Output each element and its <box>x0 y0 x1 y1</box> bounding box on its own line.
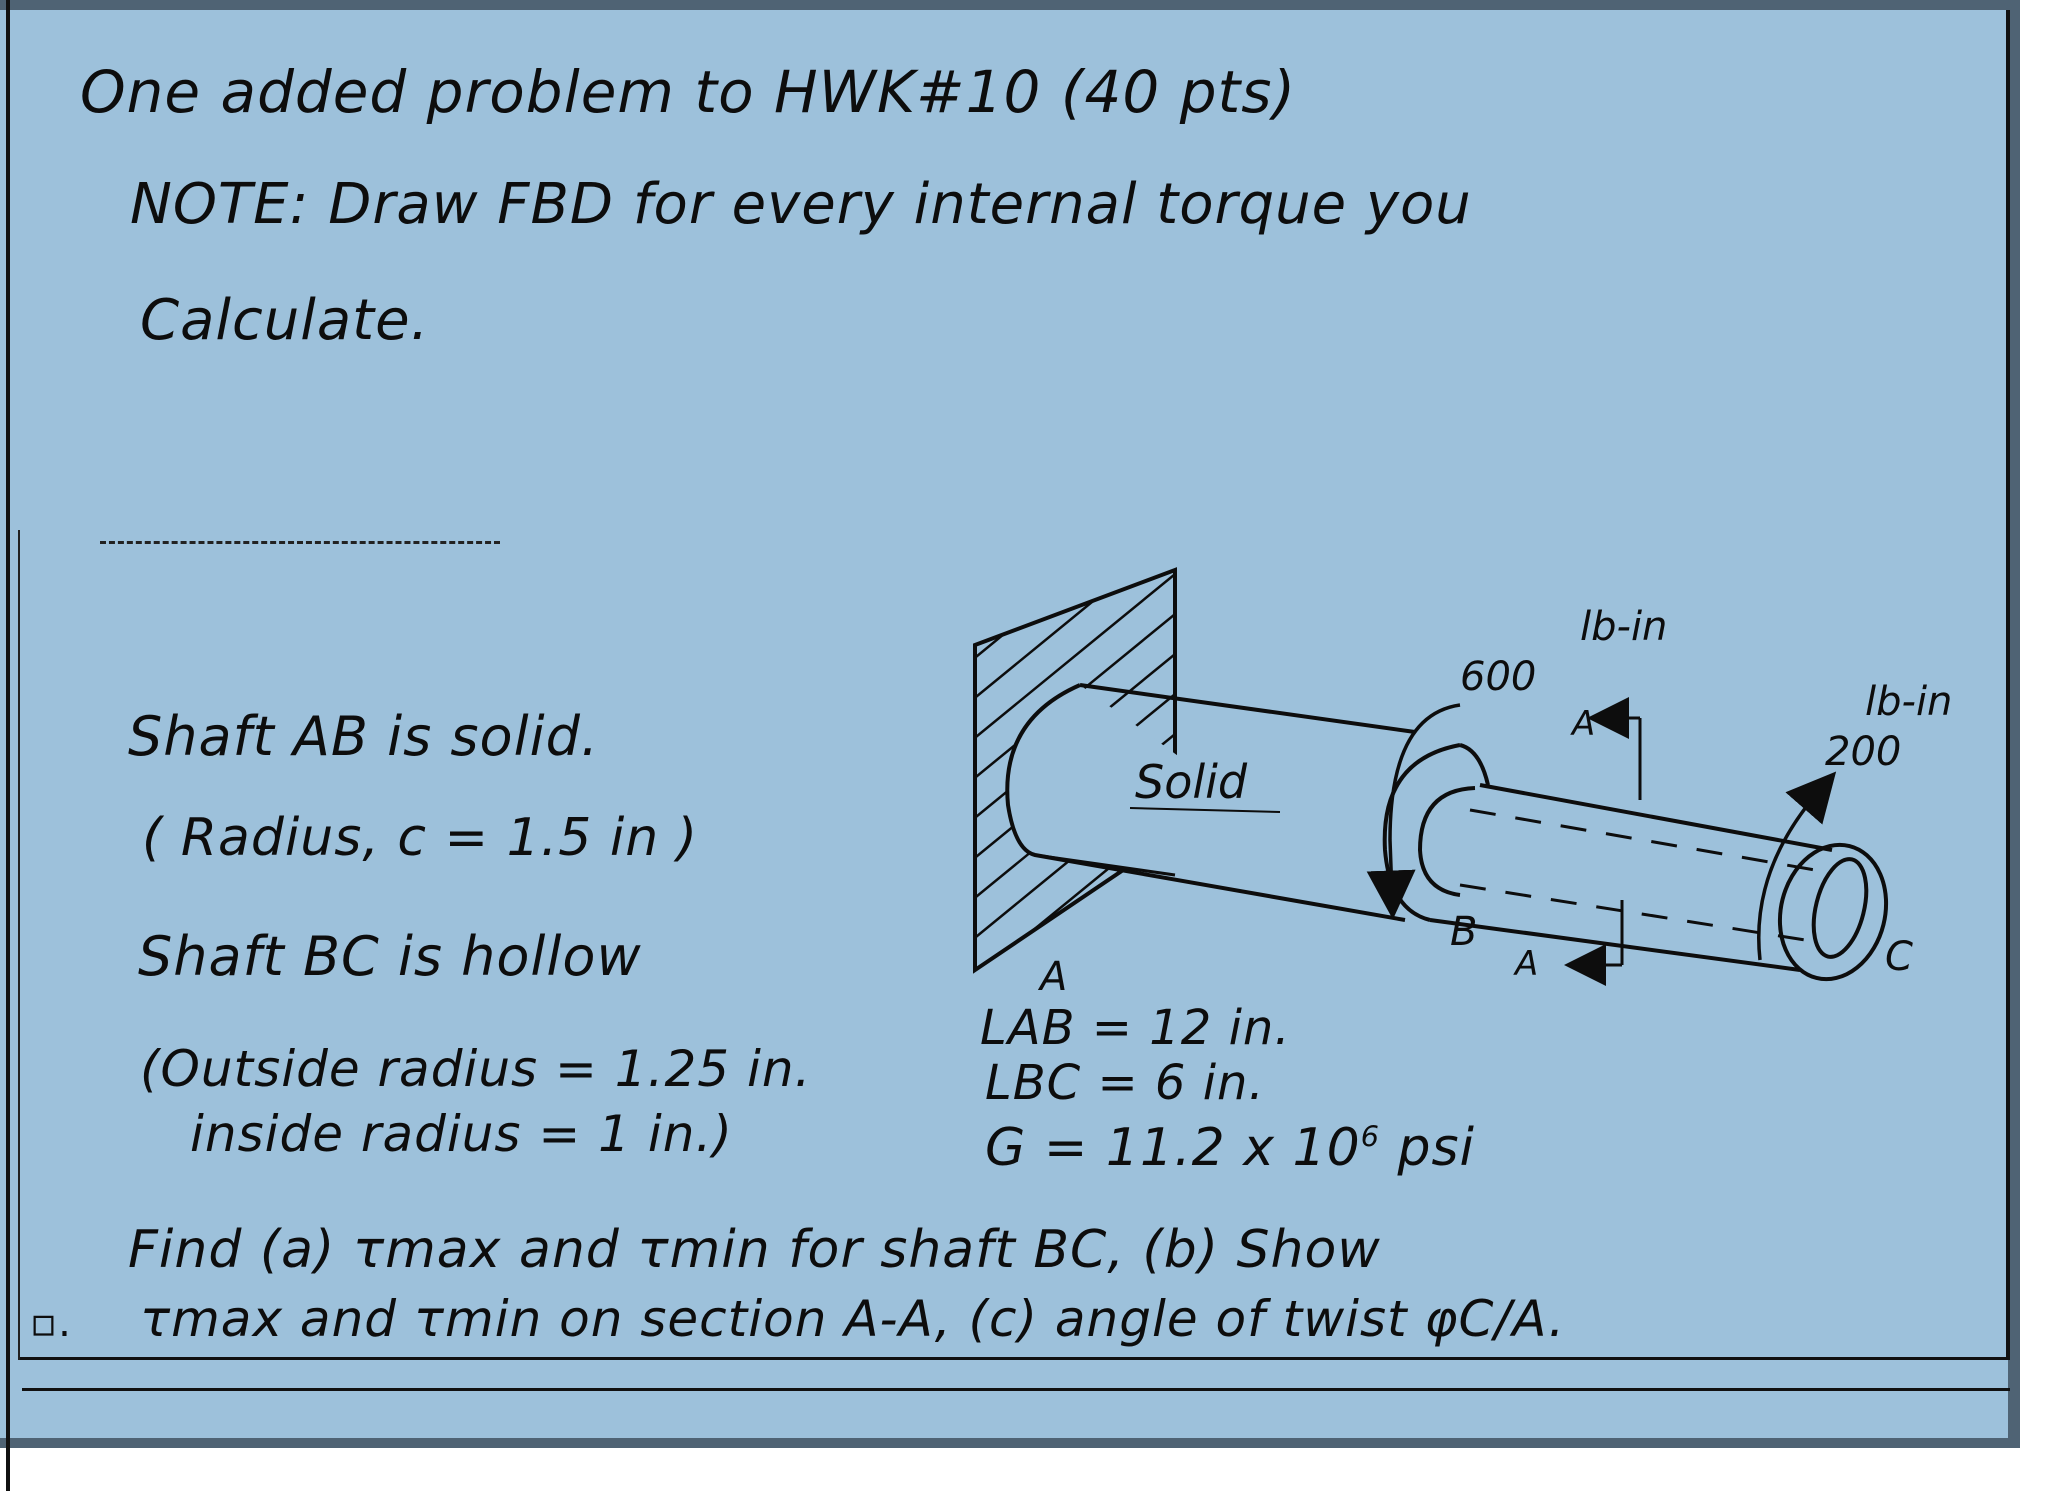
dashed-separator <box>100 541 500 544</box>
given-shaft-ab-radius: ( Radius, c = 1.5 in ) <box>142 808 699 868</box>
torque-b-unit: lb-in <box>1580 604 1667 650</box>
inner-frame-left <box>18 530 20 1360</box>
given-shear-modulus: G = 11.2 x 106 psi <box>985 1118 1475 1178</box>
section-label-bottom: A <box>1513 944 1538 984</box>
bottom-rule-1 <box>20 1357 2010 1360</box>
given-shaft-ab: Shaft AB is solid. <box>128 705 600 768</box>
note-line-1: NOTE: Draw FBD for every internal torque… <box>130 172 1472 237</box>
question-line-2: τmax and τmin on section A-A, (c) angle … <box>140 1290 1566 1348</box>
bottom-rule-2 <box>22 1388 2010 1391</box>
problem-panel <box>0 0 2020 1448</box>
g-prefix: G = 11.2 x 10 <box>985 1118 1361 1178</box>
shaft-diagram: Solid 600 lb-in 200 lb-in A A A B C <box>973 567 1952 1000</box>
given-length-ab: LAB = 12 in. <box>980 1000 1291 1056</box>
given-length-bc: LBC = 6 in. <box>985 1055 1265 1111</box>
given-shaft-bc-inside-radius: inside radius = 1 in.) <box>190 1105 733 1163</box>
torque-arrow-c <box>1757 771 1837 961</box>
label-solid: Solid <box>1135 755 1248 809</box>
hollow-shaft-bc <box>1429 783 1889 982</box>
torque-c-unit: lb-in <box>1865 679 1952 725</box>
torque-c-value: 200 <box>1825 729 1901 775</box>
solid-shaft-ab <box>1005 683 1416 922</box>
section-cut-a-a <box>1564 697 1642 986</box>
bullet-marker: ▫. <box>30 1300 72 1346</box>
note-line-2: Calculate. <box>140 288 430 353</box>
page-left-edge <box>6 0 10 1491</box>
inner-frame-right <box>2006 10 2010 1360</box>
given-shaft-bc-outside-radius: (Outside radius = 1.25 in. <box>140 1040 812 1098</box>
label-point-b: B <box>1450 909 1477 955</box>
torque-arrow-b <box>1366 703 1461 920</box>
given-shaft-bc: Shaft BC is hollow <box>138 925 642 988</box>
step-collar-b <box>1382 743 1490 922</box>
torque-b-value: 600 <box>1460 654 1536 700</box>
label-point-a: A <box>1037 954 1067 1000</box>
g-unit: psi <box>1379 1118 1475 1178</box>
section-label-top: A <box>1570 704 1595 744</box>
problem-title: One added problem to HWK#10 (40 pts) <box>80 58 1297 126</box>
question-line-1: Find (a) τmax and τmin for shaft BC, (b)… <box>128 1220 1381 1280</box>
g-exponent: 6 <box>1360 1119 1380 1154</box>
label-point-c: C <box>1885 934 1913 980</box>
